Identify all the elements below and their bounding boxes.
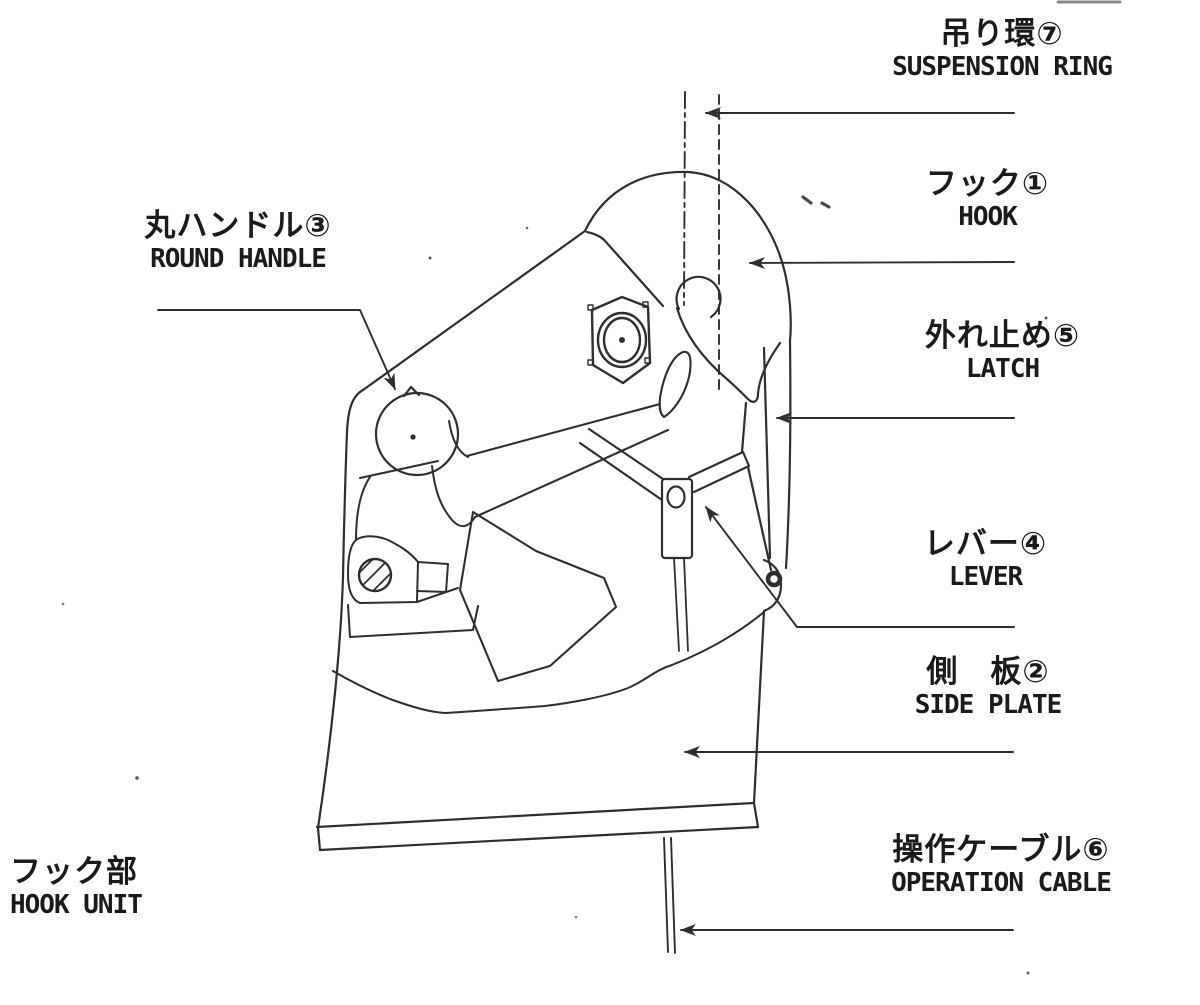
cable-upper bbox=[673, 557, 689, 652]
label-hook-jp: フック① bbox=[925, 166, 1050, 202]
label-side-plate: 側 板② SIDE PLATE bbox=[868, 654, 1108, 720]
pawl bbox=[658, 350, 692, 419]
suspension-centerline-chain bbox=[683, 91, 686, 306]
caption-hook-unit-en: HOOK UNIT bbox=[10, 890, 143, 920]
label-operation-cable-jp: 操作ケーブル⑥ bbox=[892, 832, 1110, 868]
latch-bar bbox=[746, 339, 792, 588]
hex-nut bbox=[587, 295, 652, 385]
label-lever-jp: レバー④ bbox=[923, 526, 1048, 562]
side-plate-outline bbox=[316, 229, 783, 852]
label-suspension-ring: 吊り環⑦ SUSPENSION RING bbox=[872, 16, 1132, 82]
label-lever: レバー④ LEVER bbox=[868, 526, 1103, 592]
scan-artifacts bbox=[61, 0, 1122, 975]
lever-arm bbox=[687, 450, 751, 494]
label-latch-jp: 外れ止め⑤ bbox=[924, 318, 1081, 354]
hook-claw bbox=[675, 306, 782, 403]
hatch-lines bbox=[359, 559, 391, 591]
caption-hook-unit-jp: フック部 bbox=[10, 854, 138, 890]
trigger-plate bbox=[458, 510, 618, 683]
label-hook-en: HOOK bbox=[958, 202, 1018, 232]
hook-outline bbox=[583, 170, 792, 454]
leader-lever bbox=[705, 506, 1015, 628]
label-round-handle: 丸ハンドル③ ROUND HANDLE bbox=[122, 208, 354, 274]
label-side-plate-jp: 側 板② bbox=[926, 654, 1050, 690]
internal-linkage bbox=[458, 350, 692, 683]
pivot-housing bbox=[347, 535, 479, 638]
lever-block bbox=[660, 450, 751, 652]
leader-round-handle bbox=[157, 309, 396, 390]
label-latch: 外れ止め⑤ LATCH bbox=[885, 318, 1120, 384]
operation-cable-lines bbox=[663, 837, 676, 954]
label-round-handle-jp: 丸ハンドル③ bbox=[144, 208, 332, 244]
label-suspension-ring-en: SUSPENSION RING bbox=[892, 52, 1113, 82]
label-side-plate-en: SIDE PLATE bbox=[914, 690, 1063, 720]
break-line bbox=[332, 611, 765, 714]
label-suspension-ring-jp: 吊り環⑦ bbox=[940, 16, 1064, 52]
label-hook: フック① HOOK bbox=[870, 166, 1105, 232]
leader-lines bbox=[157, 107, 1015, 936]
hatched-pivot-circle bbox=[357, 557, 393, 593]
base-plate bbox=[315, 801, 760, 852]
label-operation-cable: 操作ケーブル⑥ OPERATION CABLE bbox=[876, 832, 1126, 898]
label-round-handle-en: ROUND HANDLE bbox=[150, 244, 327, 274]
label-latch-en: LATCH bbox=[965, 354, 1040, 384]
round-handle-ball bbox=[355, 385, 476, 541]
caption-hook-unit: フック部 HOOK UNIT bbox=[10, 854, 240, 920]
hook-eye bbox=[675, 275, 722, 319]
leader-hook bbox=[749, 256, 1015, 269]
latch-pivot-pin bbox=[765, 570, 783, 588]
label-operation-cable-en: OPERATION CABLE bbox=[891, 868, 1112, 898]
label-lever-en: LEVER bbox=[948, 562, 1023, 592]
